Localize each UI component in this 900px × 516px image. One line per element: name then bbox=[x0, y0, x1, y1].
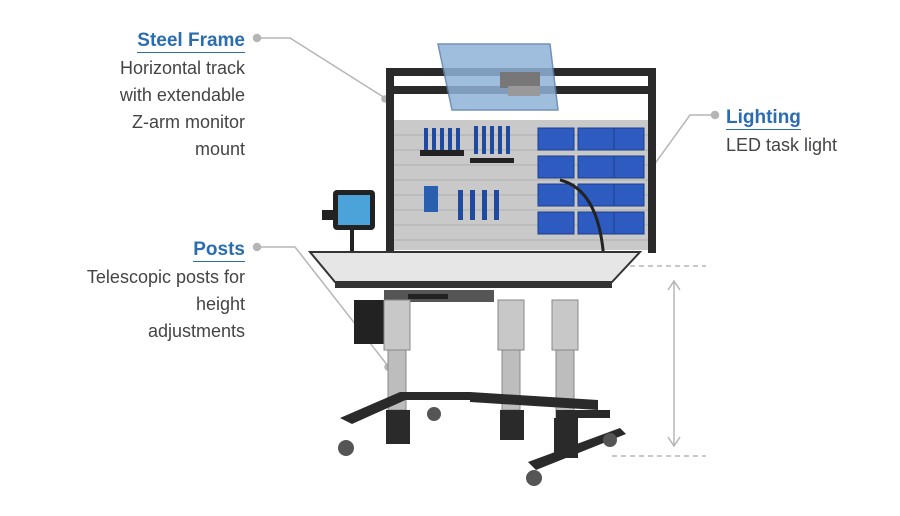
base-frame bbox=[338, 392, 626, 486]
callout-title-posts: Posts bbox=[193, 239, 245, 262]
callout-title-lighting: Lighting bbox=[726, 107, 801, 130]
callout-line: Horizontal track bbox=[119, 58, 245, 78]
cpu-holder bbox=[354, 300, 388, 344]
callout-line: Telescopic posts for bbox=[86, 267, 245, 287]
callout-line: with extendable bbox=[119, 85, 245, 105]
callout-line: Z-arm monitor bbox=[131, 112, 245, 132]
callout-line: LED task light bbox=[726, 135, 838, 155]
callout-lighting: Lighting LED task light bbox=[726, 104, 837, 159]
monitor-icon bbox=[437, 43, 559, 111]
worksurface bbox=[307, 251, 643, 302]
callout-line: mount bbox=[194, 139, 245, 159]
tablet-icon bbox=[322, 190, 375, 256]
callout-line: adjustments bbox=[147, 321, 245, 341]
callout-line: height bbox=[195, 294, 245, 314]
pegboard bbox=[394, 120, 648, 263]
callout-posts: Posts Telescopic posts for height adjust… bbox=[87, 236, 245, 345]
callout-steel-frame: Steel Frame Horizontal track with extend… bbox=[120, 27, 245, 163]
height-dimension bbox=[612, 265, 706, 457]
callout-title-steel-frame: Steel Frame bbox=[137, 30, 245, 53]
telescopic-posts bbox=[383, 299, 579, 458]
